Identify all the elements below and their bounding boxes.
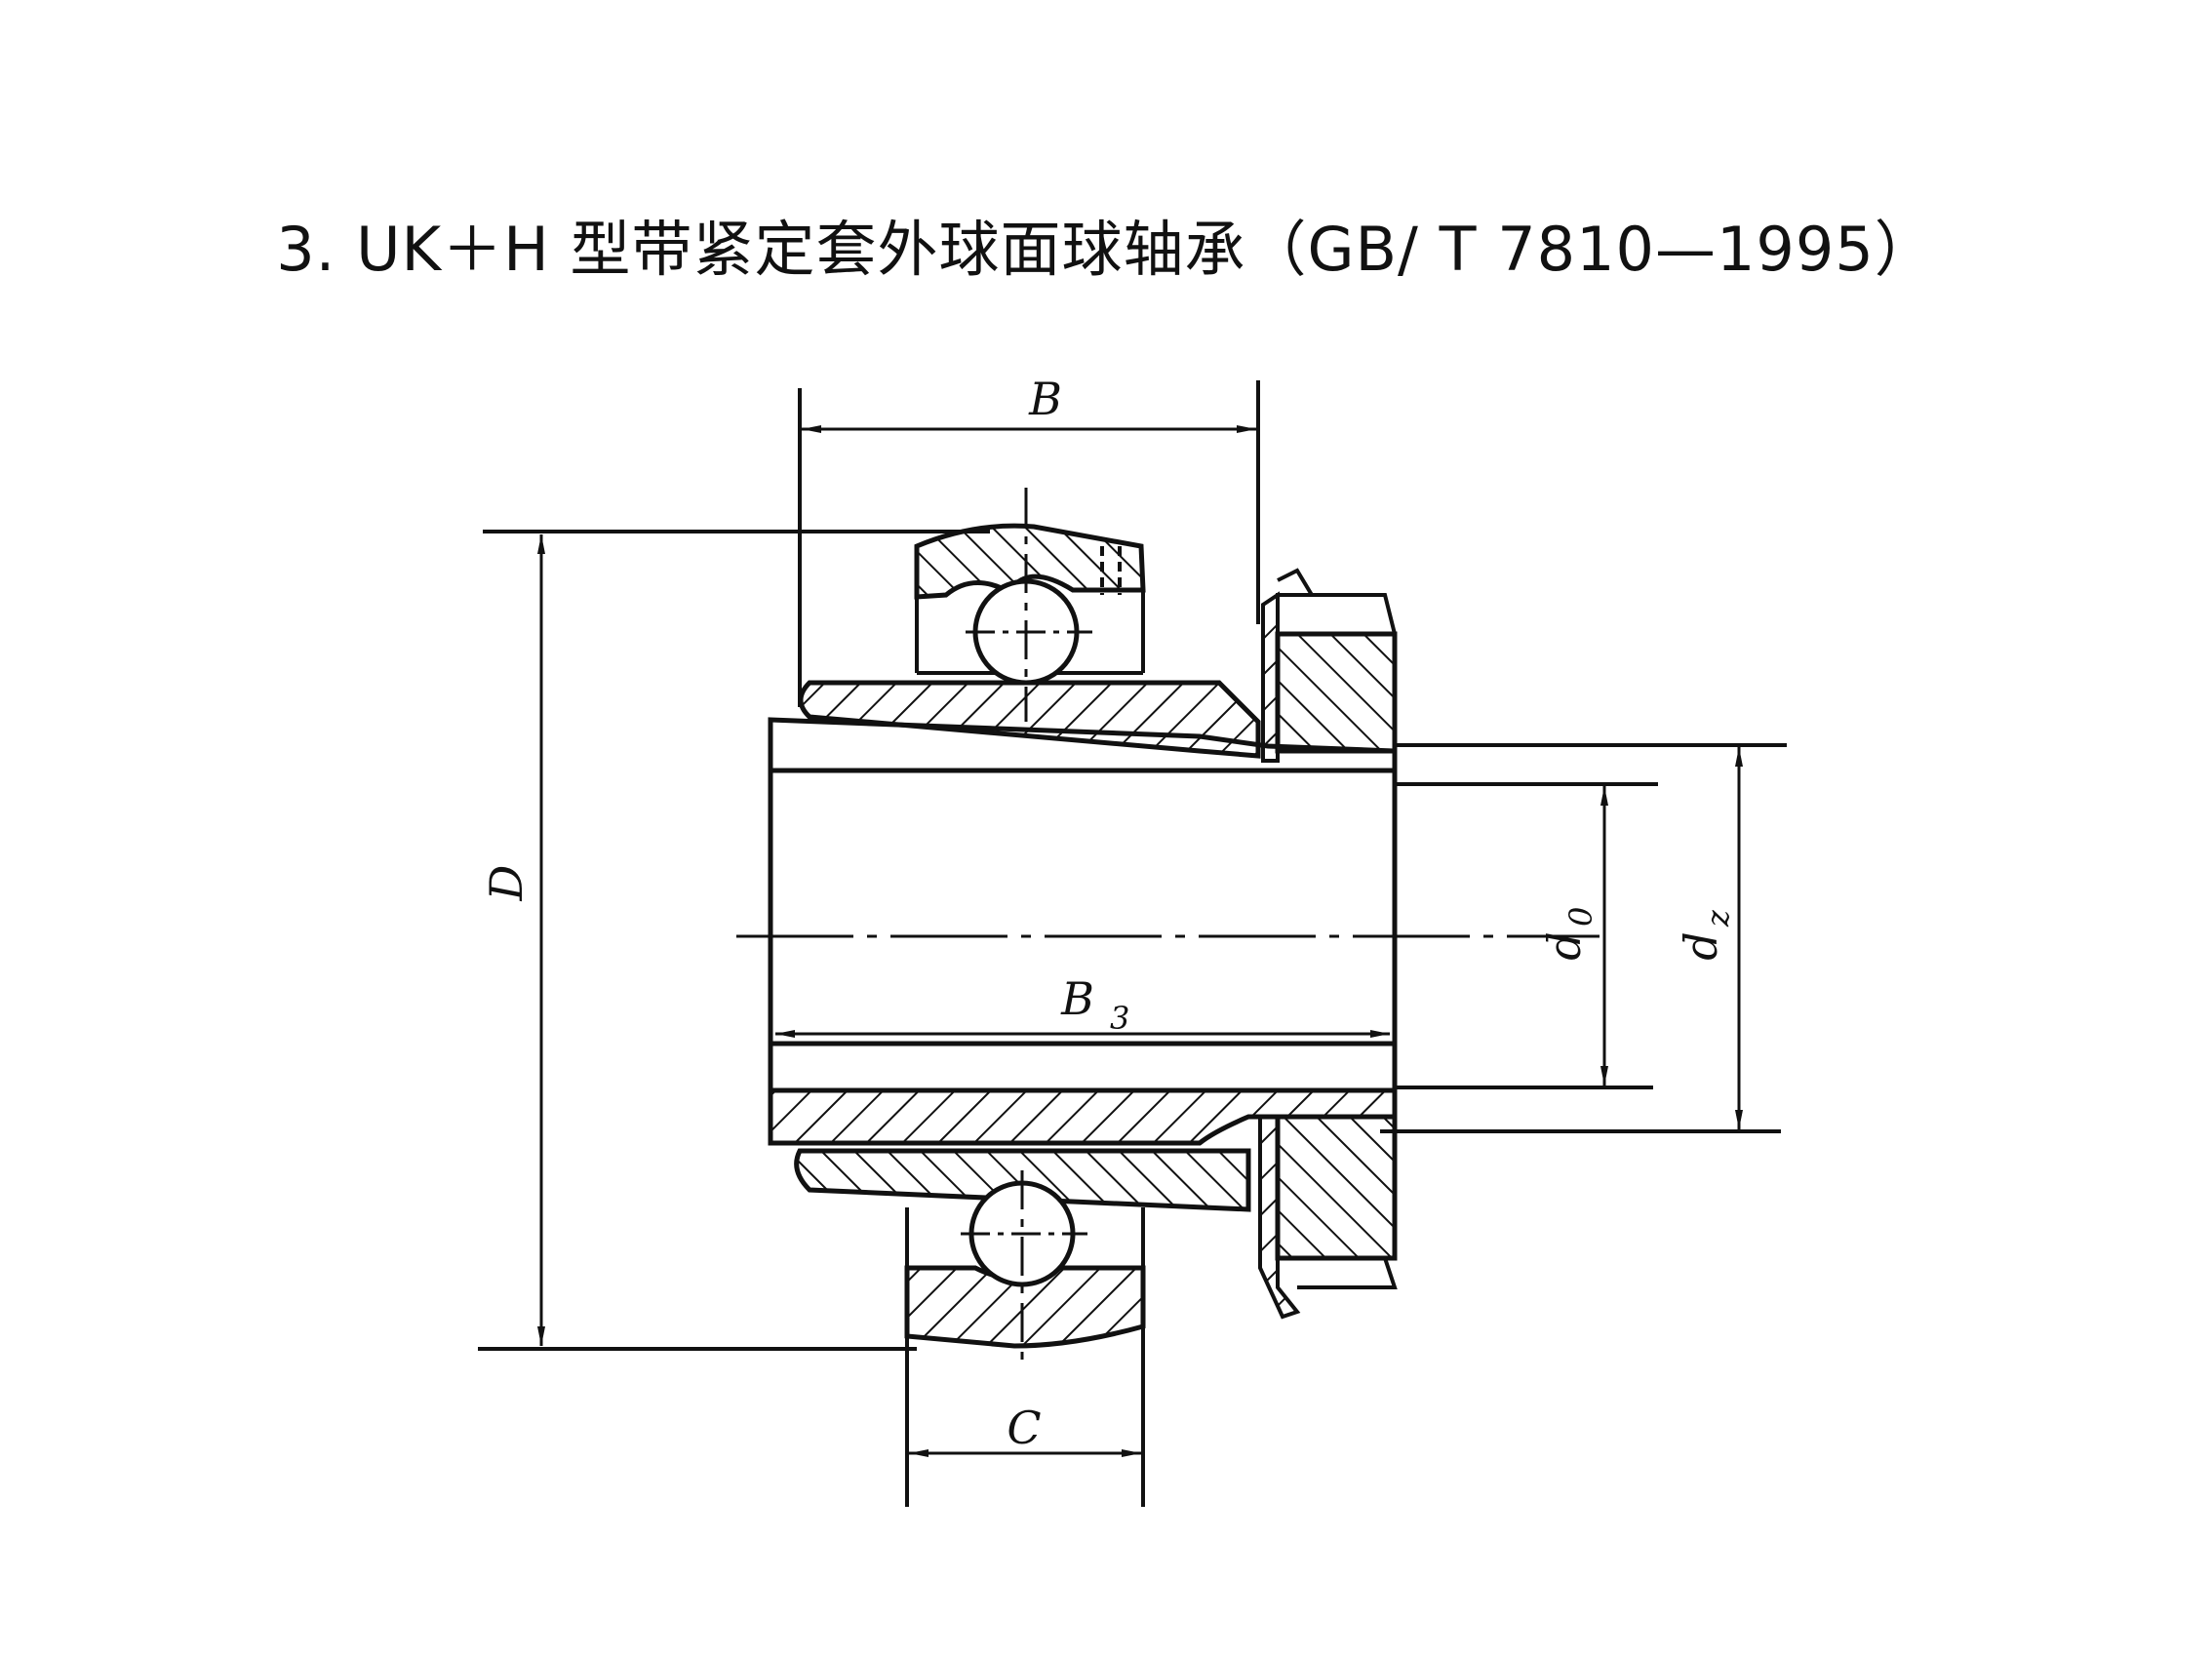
label-b3: B 3: [1060, 972, 1129, 1037]
svg-text:B: B: [1060, 972, 1094, 1025]
svg-text:3: 3: [1110, 1000, 1129, 1037]
svg-text:z: z: [1699, 909, 1736, 928]
upper-lock-nut: [1275, 631, 1398, 754]
label-d0: d 0: [1538, 907, 1600, 961]
upper-lock-washer: [1261, 591, 1280, 763]
page-title: 3. UK＋H 型带紧定套外球面球轴承（GB/ T 7810—1995）: [276, 214, 1936, 285]
svg-text:d: d: [1538, 931, 1591, 960]
label-c: C: [1007, 1402, 1041, 1454]
upper-inner-ring: [798, 680, 1261, 759]
label-dz: d z: [1675, 909, 1736, 961]
svg-text:0: 0: [1562, 907, 1600, 927]
label-b: B: [1028, 373, 1062, 425]
label-d: D: [480, 865, 533, 902]
lower-lock-nut: [1275, 1114, 1398, 1261]
svg-text:d: d: [1675, 931, 1727, 960]
lower-lock-washer: [1258, 1115, 1301, 1320]
upper-outer-ring: [914, 523, 1146, 600]
